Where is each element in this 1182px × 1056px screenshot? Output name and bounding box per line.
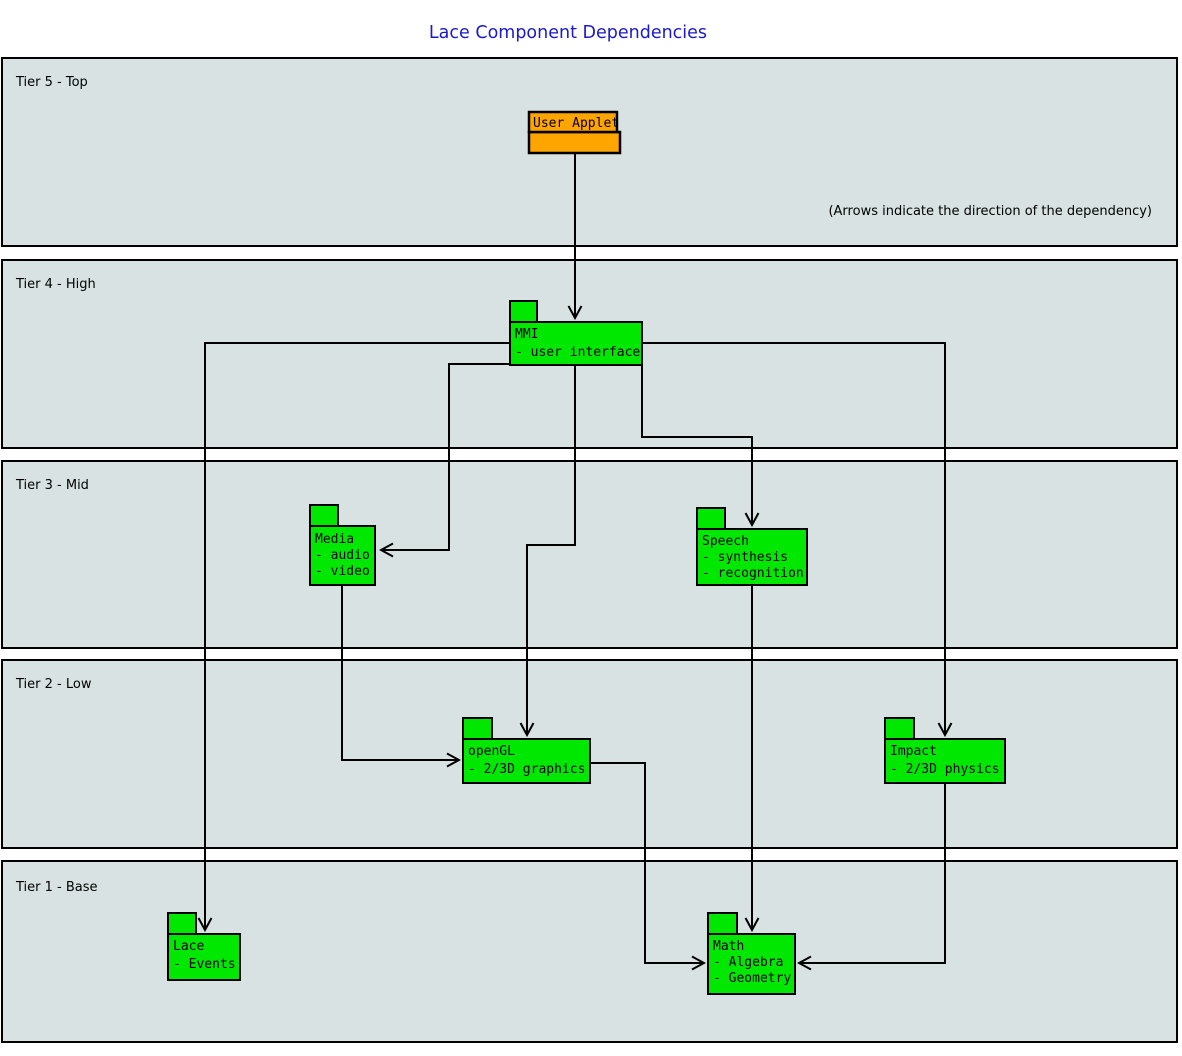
media-tab: [309, 504, 339, 527]
opengl-tab: [462, 717, 493, 740]
annotation-note: (Arrows indicate the direction of the de…: [828, 204, 1152, 219]
edge-mmi-to-impact: [642, 342, 945, 735]
opengl-title: openGL: [468, 744, 515, 759]
edge-mmi-to-lace: [205, 342, 510, 930]
component-speech: Speech - synthesis - recognition: [696, 507, 808, 586]
tier-1-label: Tier 1 - Base: [15, 880, 98, 895]
component-user-applet: User Applet: [527, 110, 622, 155]
page-title: Lace Component Dependencies: [429, 23, 707, 43]
edge-mmi-to-opengl: [527, 365, 576, 735]
opengl-body: [462, 738, 591, 784]
edge-mmi-to-media: [381, 363, 510, 550]
edge-mmi-to-speech: [641, 365, 752, 525]
math-body: [707, 933, 796, 995]
edge-impact-to-math: [799, 783, 946, 963]
lace-tab: [167, 912, 197, 935]
component-impact: Impact - 2/3D physics: [884, 717, 1006, 784]
math-line2: - Geometry: [713, 971, 791, 986]
math-line1: - Algebra: [713, 955, 783, 970]
tier-3-band: Tier 3 - Mid: [1, 460, 1178, 649]
speech-line1: - synthesis: [702, 550, 788, 565]
mmi-line1: - user interface: [515, 345, 640, 360]
component-math: Math - Algebra - Geometry: [707, 912, 796, 995]
speech-title: Speech: [702, 534, 749, 549]
user-applet-title: User Applet: [533, 116, 619, 131]
media-line2: - video: [315, 564, 370, 579]
mmi-tab: [509, 300, 538, 323]
media-body: [309, 525, 376, 586]
tier-4-rect: [1, 259, 1178, 449]
user-applet-tab: [527, 110, 619, 134]
media-line1: - audio: [315, 548, 370, 563]
component-media: Media - audio - video: [309, 504, 376, 586]
speech-line2: - recognition: [702, 566, 804, 581]
tier-1-band: Tier 1 - Base: [1, 860, 1178, 1043]
edge-opengl-to-math: [590, 762, 704, 963]
impact-line1: - 2/3D physics: [890, 762, 1000, 777]
impact-body: [884, 738, 1006, 784]
user-applet-body: [527, 130, 622, 155]
component-opengl: openGL - 2/3D graphics: [462, 717, 591, 784]
lace-title: Lace: [173, 939, 204, 954]
tier-5-label: Tier 5 - Top: [15, 75, 88, 90]
lace-body: [167, 933, 241, 981]
mmi-body: [509, 321, 643, 366]
mmi-title: MMI: [515, 327, 538, 342]
edges: [205, 153, 945, 963]
math-tab: [707, 912, 738, 935]
tier-4-band: Tier 4 - High: [1, 259, 1178, 449]
lace-line1: - Events: [173, 957, 236, 972]
tier-1-rect: [1, 860, 1178, 1043]
media-title: Media: [315, 532, 354, 547]
tier-4-label: Tier 4 - High: [15, 277, 96, 292]
math-title: Math: [713, 939, 744, 954]
impact-tab: [884, 717, 915, 740]
tier-3-label: Tier 3 - Mid: [15, 478, 89, 493]
opengl-line1: - 2/3D graphics: [468, 762, 585, 777]
speech-body: [696, 528, 808, 586]
speech-tab: [696, 507, 726, 530]
tier-2-label: Tier 2 - Low: [15, 677, 92, 692]
impact-title: Impact: [890, 744, 937, 759]
edge-media-to-opengl: [341, 585, 459, 760]
tier-3-rect: [1, 460, 1178, 649]
component-mmi: MMI - user interface: [509, 300, 643, 366]
component-lace: Lace - Events: [167, 912, 241, 981]
